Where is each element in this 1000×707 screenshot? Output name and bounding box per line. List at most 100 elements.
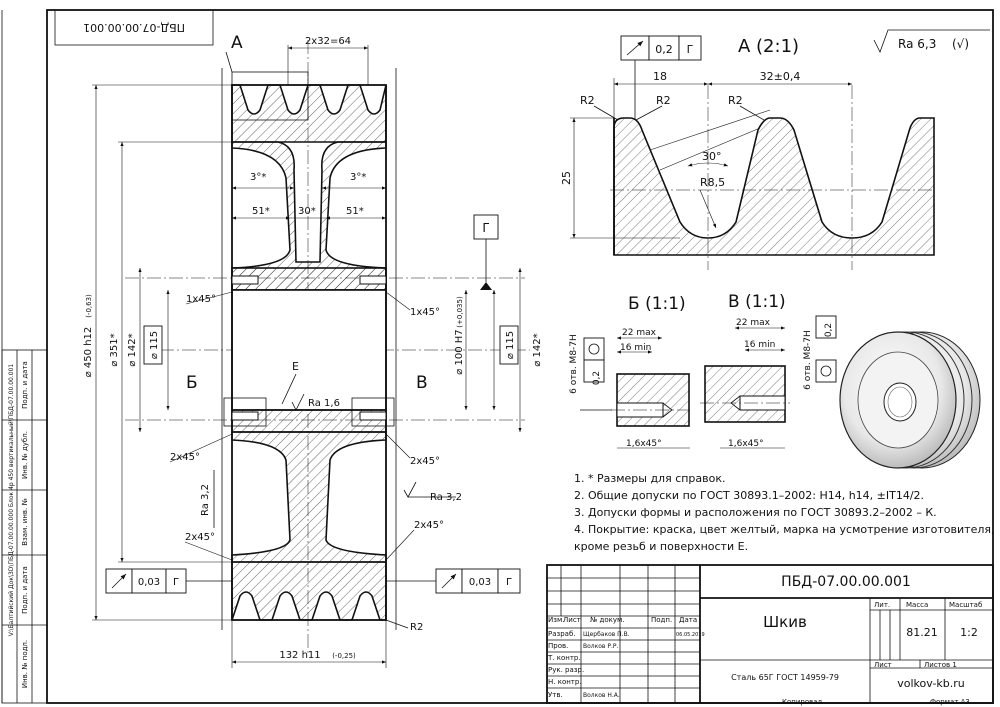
detail-b-chamfer: 1,6x45° <box>626 439 662 449</box>
tb-col-sign: Подп. <box>651 616 672 624</box>
detail-b-min: 16 min <box>620 343 651 353</box>
tb-mass-header: Масса <box>906 601 928 609</box>
main-section-view: А 2x32=64 ⌀ 450 h12 (-0,63) ⌀ 351* ⌀ 142… <box>83 33 543 668</box>
dim-51-right: 51* <box>346 206 364 217</box>
tb-copied: Копировал <box>782 698 822 706</box>
note-4: 4. Покрытие: краска, цвет желтый, марка … <box>574 523 995 536</box>
pulley-3d-view <box>839 331 981 469</box>
tb-role-3: Рук. разр. <box>548 666 584 674</box>
detail-a-dim-25: 25 <box>560 171 573 185</box>
detail-b-pos-val: 0,2 <box>592 371 602 385</box>
label-e: Е <box>292 360 299 373</box>
detail-v-chamfer: 1,6x45° <box>728 439 764 449</box>
detail-a-groove-section <box>613 117 935 256</box>
angle-3-right: 3°* <box>350 172 366 183</box>
stamp-top-text: ПБД-07.00.00.001 <box>83 21 185 34</box>
dim-115-right: ⌀ 115 <box>505 331 516 359</box>
label-v: В <box>416 373 428 393</box>
tb-scale: 1:2 <box>960 626 978 639</box>
detail-a-r2-a: R2 <box>580 94 595 107</box>
side-strip: V:\Балтийский Док\3D\ПБД-07.00.00.000 Бл… <box>1 349 48 704</box>
angle-3-left: 3°* <box>250 172 266 183</box>
chamfer-br: 2x45° <box>414 520 444 531</box>
chamfer-mr: 2x45° <box>410 456 440 467</box>
detail-v-thread: 6 отв. М8-7Н <box>803 330 813 390</box>
radius-r2: R2 <box>410 622 423 633</box>
detail-v-pos-val: 0,2 <box>824 323 834 337</box>
detail-b-title: Б (1:1) <box>628 294 686 314</box>
detail-a: А (2:1) 0,2 Г 18 32±0,4 R2 R2 R2 30° R8,… <box>560 35 935 270</box>
roughness-value: Ra 6,3 <box>898 37 936 51</box>
tb-scale-header: Масштаб <box>949 601 982 609</box>
tb-sheet: Лист <box>874 661 892 669</box>
dim-width: 132 h11 <box>279 650 320 661</box>
side-cell-0: Подп. и дата <box>21 361 29 409</box>
tb-part-name: Шкив <box>763 613 807 631</box>
rim-top <box>231 84 387 143</box>
runout-right-datum: Г <box>506 577 512 588</box>
chamfer-tr: 1x45° <box>410 307 440 318</box>
tb-mass: 81.21 <box>906 626 938 639</box>
runout-left-datum: Г <box>173 577 179 588</box>
groove-pitch-dim: 2x32=64 <box>305 36 351 47</box>
runout-left-val: 0,03 <box>138 577 160 588</box>
ra-left: Ra 3,2 <box>200 484 211 516</box>
roughness-general: Ra 6,3 (√) <box>873 29 990 54</box>
note-3: 3. Допуски формы и расположения по ГОСТ … <box>574 506 937 519</box>
tb-material: Сталь 65Г ГОСТ 14959-79 <box>731 673 839 682</box>
detail-v: В (1:1) 6 отв. М8-7Н 0,2 22 max 16 min 1… <box>700 292 837 449</box>
rim-bottom <box>231 561 387 621</box>
detail-a-dim-32: 32±0,4 <box>760 70 801 83</box>
dim-outer-diameter: ⌀ 450 h12 <box>83 327 94 378</box>
side-cell-2: Взам. инв. № <box>21 498 29 546</box>
ra-right: Ra 3,2 <box>430 492 462 503</box>
tb-format: Формат А3 <box>930 698 970 706</box>
tb-col-date: Дата <box>679 616 697 624</box>
roughness-rest: (√) <box>952 37 969 51</box>
detail-a-tol-datum: Г <box>687 43 694 56</box>
detail-a-angle: 30° <box>702 150 722 163</box>
detail-v-max: 22 max <box>736 318 771 328</box>
dim-142-right: ⌀ 142* <box>532 333 543 366</box>
detail-v-min: 16 min <box>744 340 775 350</box>
detail-b-thread: 6 отв. М8-7Н <box>569 334 579 394</box>
dim-51-left: 51* <box>252 206 270 217</box>
tb-role-2: Т. контр. <box>547 654 581 662</box>
side-cell-4: Инв. № подл. <box>21 640 29 688</box>
ra-center: Ra 1,6 <box>308 398 340 409</box>
detail-a-marker <box>231 71 309 121</box>
tb-name-5: Волков Н.А. <box>583 692 620 699</box>
note-2: 2. Общие допуски по ГОСТ 30893.1–2002: H… <box>574 489 924 502</box>
side-cell-1: Инв. № дубл. <box>21 431 29 479</box>
tb-col-doc: № докум. <box>590 616 625 624</box>
tb-name-1: Волков Р.Р. <box>583 643 619 650</box>
tb-sheets: Листов 1 <box>924 661 957 669</box>
tb-role-4: Н. контр. <box>548 678 582 686</box>
detail-a-tol-val: 0,2 <box>655 43 673 56</box>
tb-col-list: Лист <box>563 616 581 624</box>
detail-v-title: В (1:1) <box>728 292 786 312</box>
detail-b-max: 22 max <box>622 328 657 338</box>
tb-role-0: Разраб. <box>548 630 576 638</box>
runout-right-val: 0,03 <box>469 577 491 588</box>
tb-designation: ПБД-07.00.00.001 <box>781 574 911 590</box>
dim-outer-tol: (-0,63) <box>85 294 93 318</box>
dim-width-tol: (-0,25) <box>332 652 356 660</box>
web-bottom <box>231 431 387 563</box>
note-5: кроме резьб и поверхности Е. <box>574 540 748 553</box>
tb-name-0: Щербаков П.В. <box>583 631 630 638</box>
dim-bore-tol: (+0,035) <box>456 296 464 328</box>
label-b: Б <box>186 373 198 393</box>
detail-a-dim-18: 18 <box>653 70 667 83</box>
technical-notes: 1. * Размеры для справок. 2. Общие допус… <box>574 472 995 553</box>
detail-v-marker <box>351 397 395 427</box>
tb-role-5: Утв. <box>548 691 563 699</box>
chamfer-ml: 2x45° <box>170 452 200 463</box>
datum-box <box>473 214 499 240</box>
detail-b-marker <box>223 397 267 427</box>
dim-30: 30* <box>298 206 316 217</box>
detail-a-r2-b: R2 <box>656 94 671 107</box>
dim-bore: ⌀ 100 H7 <box>454 329 465 374</box>
runout-left: 0,03 Г <box>105 568 232 594</box>
